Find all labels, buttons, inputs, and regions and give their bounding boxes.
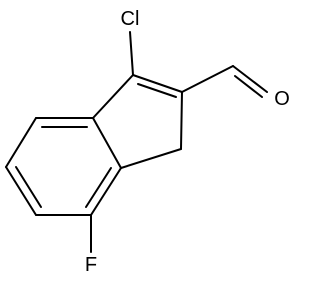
- bond-c1-c2: [132, 74, 183, 93]
- bond-c7a-c1: [92, 74, 134, 119]
- bond-c2-cho: [181, 65, 234, 93]
- bond-cho-o: [232, 65, 268, 93]
- bond-c4-c3a-inner: [85, 167, 112, 208]
- bond-c7-c6: [5, 117, 37, 168]
- bond-c6-c5-inner: [15, 166, 42, 208]
- bond-c3-c3a: [120, 148, 182, 169]
- bond-c1-c2-inner: [137, 83, 177, 98]
- bond-c1-cl: [129, 31, 134, 76]
- molecule-structure-diagram: Cl O F: [5, 8, 290, 276]
- chlorine-atom-label: Cl: [121, 8, 140, 30]
- bond-c3a-c7a: [92, 117, 122, 169]
- bond-c4-c3a: [90, 167, 122, 216]
- bond-c2-c3: [180, 91, 183, 150]
- bond-c6-c5: [5, 166, 37, 216]
- bond-cho-o-inner: [234, 75, 263, 98]
- oxygen-atom-label: O: [274, 88, 290, 110]
- fluorine-atom-label: F: [85, 254, 97, 276]
